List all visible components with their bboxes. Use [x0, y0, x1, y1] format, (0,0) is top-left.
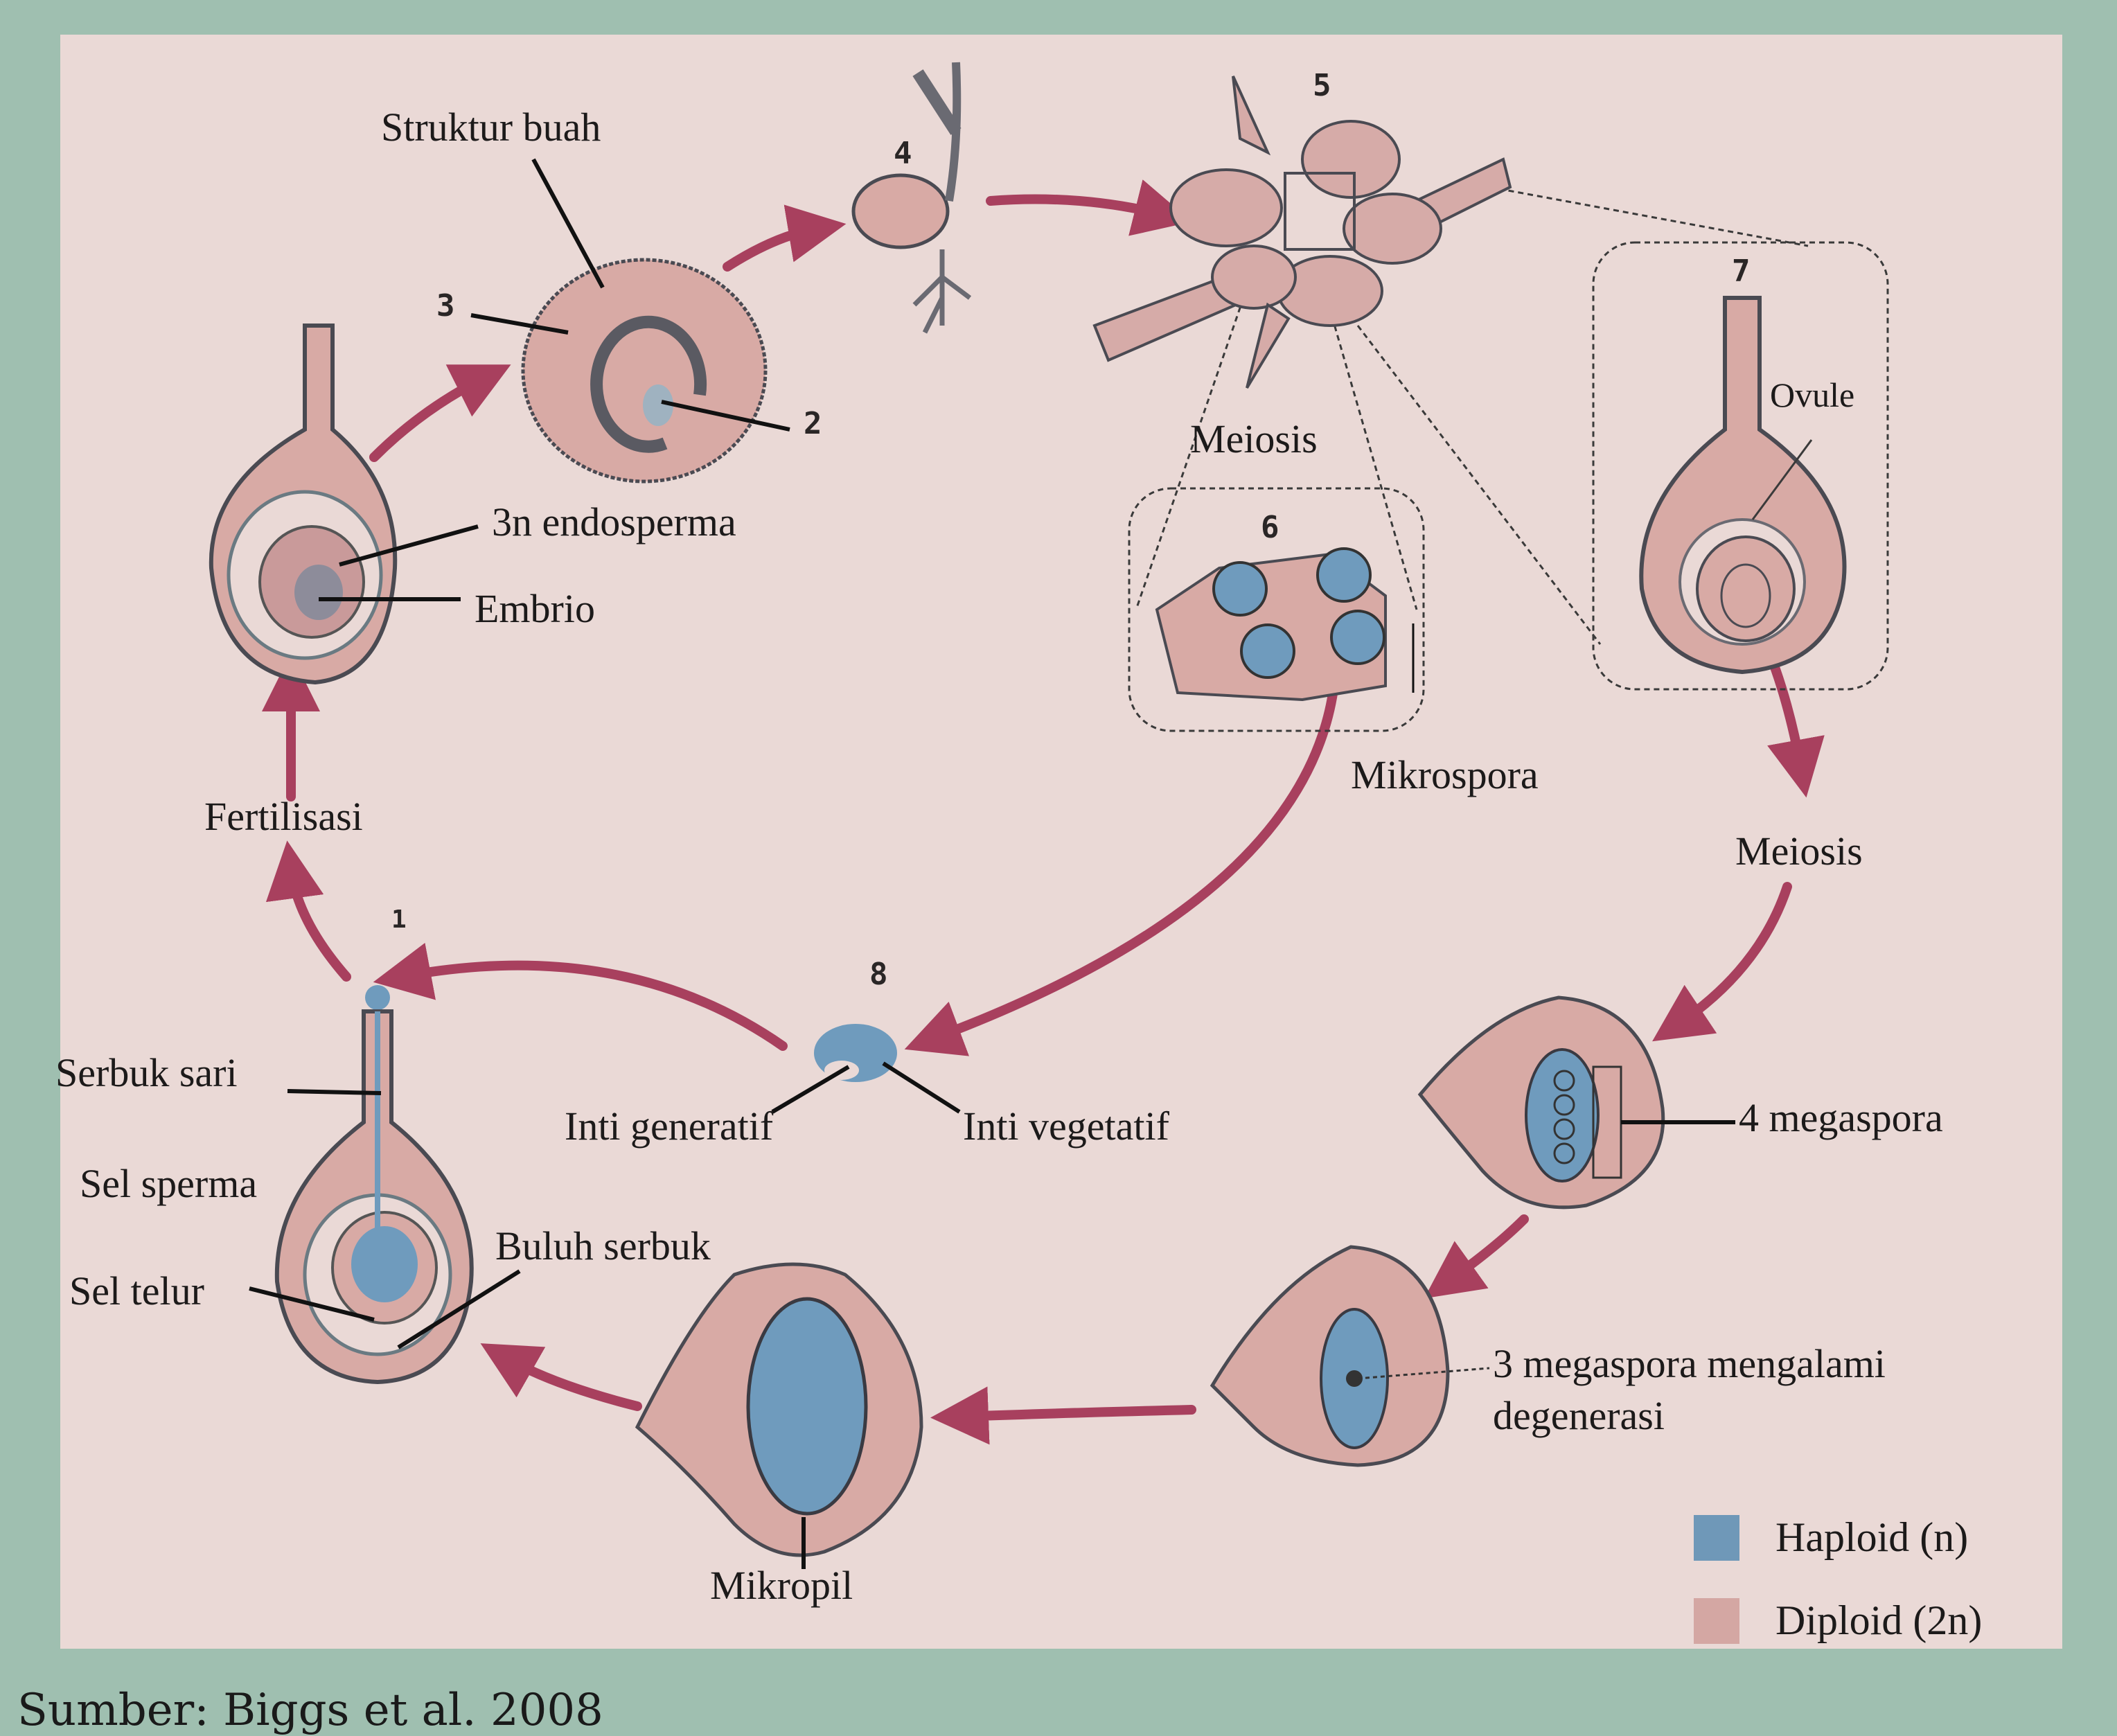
pollinated-carpel-illustration: [274, 985, 474, 1385]
label-sel-sperma: Sel sperma: [80, 1161, 258, 1206]
fruit-structure-illustration: [521, 258, 768, 484]
arrow-pollen-to-stigma: [373, 942, 788, 1051]
pollen-grain-illustration: [814, 1024, 897, 1082]
degenerasi-leader-line: [1357, 1367, 1490, 1380]
arrow-microspora-to-pollen: [904, 684, 1338, 1056]
arrow-seed-to-fruit: [369, 364, 511, 462]
stage-number-6: 6: [1261, 510, 1279, 545]
flower-illustration: [1092, 76, 1512, 389]
seed-in-ovary-illustration: [209, 324, 398, 685]
zoom-box-ovule: [1592, 241, 1889, 691]
label-struktur-buah: Struktur buah: [381, 105, 601, 150]
label-mikrospora: Mikrospora: [1351, 752, 1539, 797]
arrow-meiosis-to-4megaspora: [1652, 882, 1792, 1042]
arrow-pollinated-to-fertilization: [265, 840, 351, 982]
label-meiosis-megaspore: Meiosis: [1735, 829, 1863, 874]
label-3-megaspora-degenerasi-line2: degenerasi: [1493, 1393, 1665, 1438]
label-fertilisasi: Fertilisasi: [204, 794, 363, 839]
microspore-tetrad-illustration: [1155, 547, 1387, 702]
arrow-fruit-to-seedling: [723, 204, 847, 272]
label-3-megaspora-degenerasi-line1: 3 megaspora mengalami: [1493, 1341, 1886, 1386]
label-inti-vegetatif: Inti vegetatif: [963, 1104, 1169, 1149]
arrow-4megaspora-to-3megaspora: [1424, 1214, 1529, 1299]
stage-number-4: 4: [894, 136, 912, 171]
stage-number-5: 5: [1313, 68, 1331, 103]
legend-label-diploid: Diploid (2n): [1775, 1597, 1983, 1643]
four-megaspore-ovule-illustration: [1417, 995, 1665, 1210]
legend-item-haploid: Haploid (n): [1694, 1514, 1968, 1561]
arrow-embryosac-to-pollinated: [480, 1343, 642, 1411]
stage-number-7: 7: [1732, 254, 1751, 289]
legend-swatch-haploid: [1694, 1514, 1739, 1561]
legend-item-diploid: Diploid (2n): [1694, 1597, 1982, 1645]
label-leader-lines: [249, 158, 1735, 1569]
label-meiosis-microspore: Meiosis: [1190, 416, 1318, 461]
label-ovule: Ovule: [1770, 375, 1855, 414]
source-caption: Sumber: Biggs et al. 2008: [17, 1685, 603, 1736]
zoom-guide-lines: [1128, 186, 1889, 732]
stage-number-8: 8: [869, 957, 888, 992]
label-4-megaspora: 4 megaspora: [1739, 1095, 1943, 1140]
label-sel-telur: Sel telur: [69, 1268, 204, 1313]
legend-label-haploid: Haploid (n): [1775, 1514, 1969, 1560]
label-serbuk-sari: Serbuk sari: [55, 1050, 238, 1095]
stage-number-1: 1: [391, 905, 407, 934]
arrow-seedling-to-flower: [986, 179, 1192, 236]
degenerating-megaspore-ovule-illustration: [1210, 1245, 1450, 1467]
stage-number-3: 3: [436, 288, 455, 324]
stage-number-2: 2: [804, 406, 822, 441]
label-3n-endosperma: 3n endosperma: [492, 499, 736, 544]
label-buluh-serbuk: Buluh serbuk: [495, 1223, 711, 1268]
ovary-ovule-illustration: [1639, 296, 1847, 675]
legend-swatch-diploid: [1694, 1597, 1739, 1644]
zoom-box-microspora: [1128, 487, 1425, 732]
label-inti-generatif: Inti generatif: [565, 1104, 774, 1149]
arrow-3megaspora-to-embryosac: [930, 1386, 1196, 1445]
embryo-sac-illustration: [635, 1262, 923, 1557]
seedling-illustration: [851, 62, 972, 334]
label-mikropil: Mikropil: [710, 1563, 853, 1608]
label-embrio: Embrio: [475, 586, 595, 631]
